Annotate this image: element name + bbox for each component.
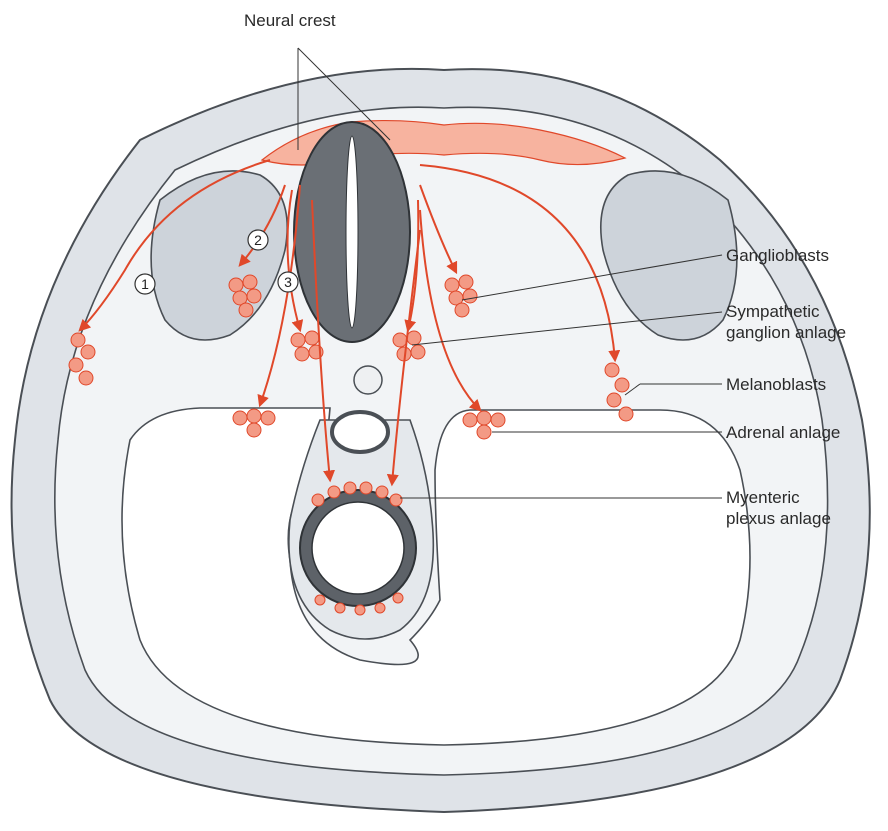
marker-1: 1	[135, 274, 155, 294]
label-neural-crest: Neural crest	[244, 10, 336, 31]
notochord	[354, 366, 382, 394]
aorta	[332, 412, 388, 452]
label-ganglioblasts: Ganglioblasts	[726, 245, 829, 266]
marker-1-text: 1	[141, 276, 149, 292]
gut-lumen	[312, 502, 404, 594]
marker-2-text: 2	[254, 232, 262, 248]
label-sympathetic-2: ganglion anlage	[726, 322, 846, 343]
label-adrenal: Adrenal anlage	[726, 422, 840, 443]
marker-2: 2	[248, 230, 268, 250]
label-melanoblasts: Melanoblasts	[726, 374, 826, 395]
label-sympathetic-1: Sympathetic	[726, 301, 820, 322]
neural-canal	[346, 136, 358, 328]
marker-3: 3	[278, 272, 298, 292]
label-myenteric-2: plexus anlage	[726, 508, 831, 529]
marker-3-text: 3	[284, 274, 292, 290]
label-myenteric-1: Myenteric	[726, 487, 800, 508]
